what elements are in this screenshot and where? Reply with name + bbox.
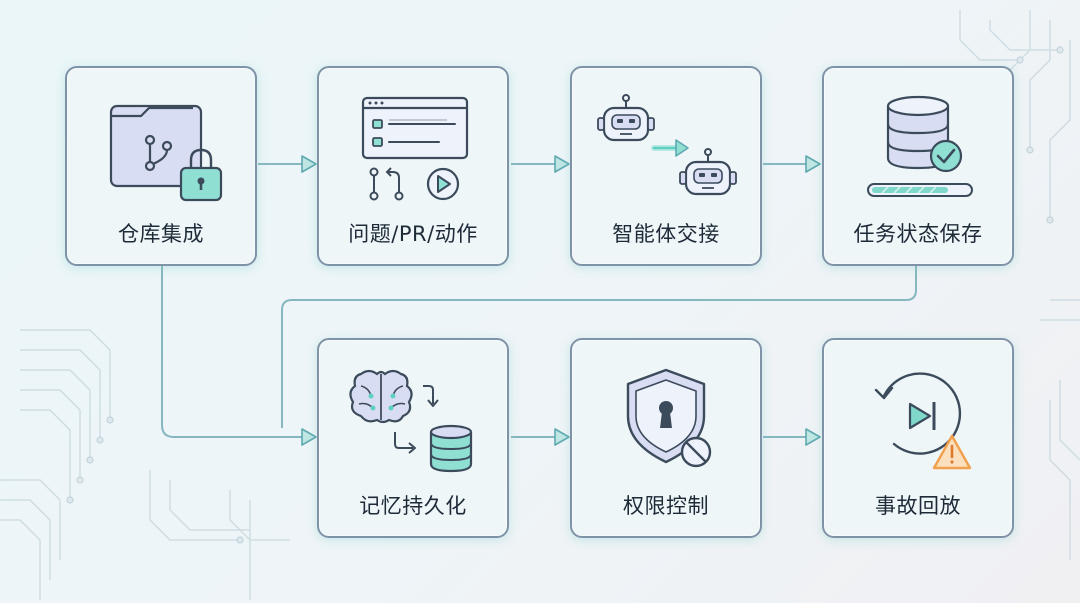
locked-git-folder-icon (109, 104, 223, 202)
arrowhead (805, 155, 821, 173)
replay-warning-icon (874, 372, 972, 470)
step-label: 记忆持久化 (359, 494, 467, 518)
step-card-task-state-save: 任务状态保存 (822, 66, 1014, 266)
step-card-memory-persistence: 记忆持久化 (317, 338, 509, 538)
step-card-incident-replay: 事故回放 (822, 338, 1014, 538)
arrowhead (301, 428, 317, 446)
step-card-repo-integration: 仓库集成 (65, 66, 257, 266)
step-label: 任务状态保存 (853, 222, 983, 246)
brain-icon (349, 369, 413, 424)
connector-1-5 (161, 266, 302, 438)
arrowhead (301, 155, 317, 173)
shield-lock-icon (626, 368, 712, 468)
step-card-issue-pr-action: 问题/PR/动作 (317, 66, 509, 266)
step-label: 仓库集成 (118, 222, 204, 246)
arrowhead (805, 428, 821, 446)
step-label: 智能体交接 (612, 222, 720, 246)
connector-4-5 (281, 266, 917, 428)
step-label: 事故回放 (875, 494, 961, 518)
arrowhead (554, 155, 570, 173)
step-card-agent-handoff: 智能体交接 (570, 66, 762, 266)
database-saved-icon (867, 95, 973, 197)
step-label: 问题/PR/动作 (348, 222, 478, 246)
warning-icon (932, 434, 972, 470)
robot-icon (597, 94, 655, 142)
arrowhead (554, 428, 570, 446)
step-label: 权限控制 (623, 494, 709, 518)
robot-icon (679, 148, 737, 196)
issue-pr-action-icon (361, 96, 469, 201)
brain-to-database-icon (349, 369, 473, 473)
step-card-permission-control: 权限控制 (570, 338, 762, 538)
agent-handoff-icon (597, 94, 737, 196)
